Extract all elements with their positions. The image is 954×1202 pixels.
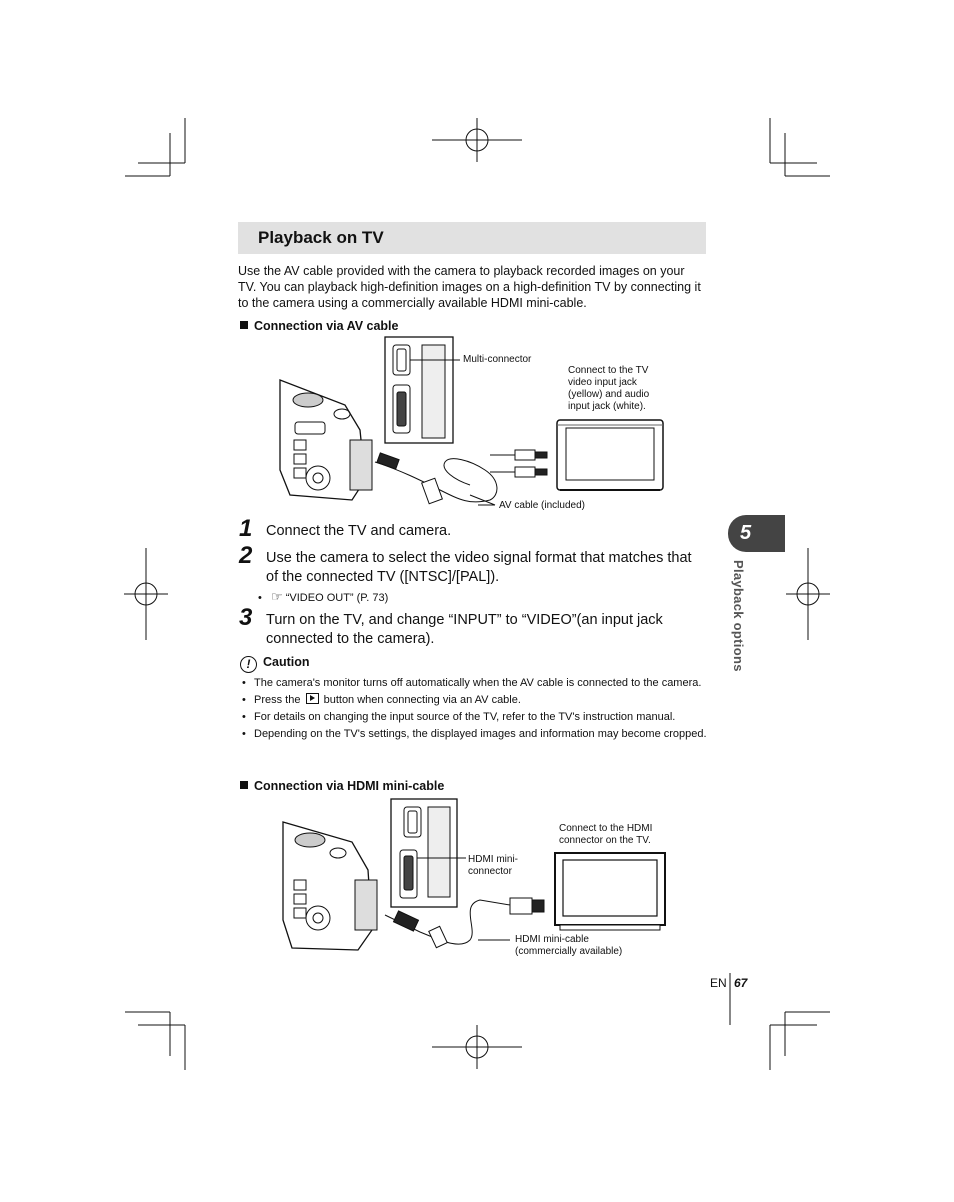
av-connection-illustration bbox=[279, 336, 664, 506]
registration-mark-top bbox=[432, 118, 522, 162]
intro-paragraph: Use the AV cable provided with the camer… bbox=[238, 264, 701, 310]
reference-text: “VIDEO OUT” (P. 73) bbox=[285, 592, 389, 604]
page-number: 67 bbox=[734, 976, 748, 990]
step-3-text: Turn on the TV, and change “INPUT” to “V… bbox=[266, 612, 663, 647]
label-tv-2: video input jack bbox=[568, 377, 637, 388]
caution-item: For details on changing the input source… bbox=[240, 710, 708, 725]
square-bullet-icon bbox=[240, 321, 248, 329]
hdmi-heading: Connection via HDMI mini-cable bbox=[240, 779, 444, 793]
label-hdmi-cable-1: HDMI mini-cable bbox=[515, 934, 589, 945]
label-hdmi-tv-1: Connect to the HDMI bbox=[559, 823, 653, 834]
chapter-number: 5 bbox=[740, 522, 752, 544]
chapter-label-text: Playback options bbox=[731, 560, 746, 672]
hdmi-connection-illustration bbox=[282, 798, 666, 951]
registration-mark-left bbox=[124, 548, 168, 640]
footer-language: EN bbox=[710, 976, 727, 990]
chapter-label: Playback options bbox=[730, 560, 750, 700]
label-hdmi-connector-2: connector bbox=[468, 866, 512, 877]
caution-heading: ! Caution bbox=[240, 655, 310, 673]
step-2-text: Use the camera to select the video signa… bbox=[266, 550, 692, 585]
play-button-icon bbox=[305, 693, 319, 704]
step-1-text: Connect the TV and camera. bbox=[266, 523, 452, 539]
step-1-number: 1 bbox=[239, 515, 253, 542]
caution-icon: ! bbox=[240, 656, 257, 673]
label-multi-connector: Multi-connector bbox=[463, 354, 532, 365]
registration-mark-bottom bbox=[432, 1025, 522, 1069]
caution-item: The camera's monitor turns off automatic… bbox=[240, 676, 708, 691]
caution-item-prefix: Press the bbox=[254, 694, 301, 706]
registration-mark-right bbox=[786, 548, 830, 640]
caution-title: Caution bbox=[263, 655, 310, 669]
section-title-bar: Playback on TV bbox=[238, 222, 706, 254]
av-heading: Connection via AV cable bbox=[240, 319, 398, 333]
label-tv-1: Connect to the TV bbox=[568, 365, 649, 376]
registration-marks bbox=[124, 118, 830, 1069]
av-heading-text: Connection via AV cable bbox=[254, 319, 399, 333]
caution-item: Press the button when connecting via an … bbox=[240, 693, 708, 708]
reference-line: • ☞ “VIDEO OUT” (P. 73) bbox=[258, 589, 389, 604]
crop-marks bbox=[125, 118, 830, 1070]
hdmi-heading-text: Connection via HDMI mini-cable bbox=[254, 779, 445, 793]
square-bullet-icon bbox=[240, 781, 248, 789]
caution-list: The camera's monitor turns off automatic… bbox=[240, 676, 708, 744]
label-hdmi-cable-2: (commercially available) bbox=[515, 946, 623, 957]
label-tv-3: (yellow) and audio bbox=[568, 389, 650, 400]
label-hdmi-connector-1: HDMI mini- bbox=[468, 854, 518, 865]
label-av-cable: AV cable (included) bbox=[499, 500, 585, 511]
label-hdmi-tv-2: connector on the TV. bbox=[559, 835, 651, 846]
label-tv-4: input jack (white). bbox=[568, 401, 646, 412]
chapter-tab: 5 bbox=[728, 515, 785, 552]
step-2-number: 2 bbox=[239, 542, 253, 569]
caution-item: Depending on the TV's settings, the disp… bbox=[240, 727, 708, 742]
caution-item-rest: button when connecting via an AV cable. bbox=[323, 694, 521, 706]
reference-hand-icon: ☞ bbox=[271, 589, 283, 604]
step-3-number: 3 bbox=[239, 604, 253, 631]
section-title: Playback on TV bbox=[258, 228, 384, 247]
